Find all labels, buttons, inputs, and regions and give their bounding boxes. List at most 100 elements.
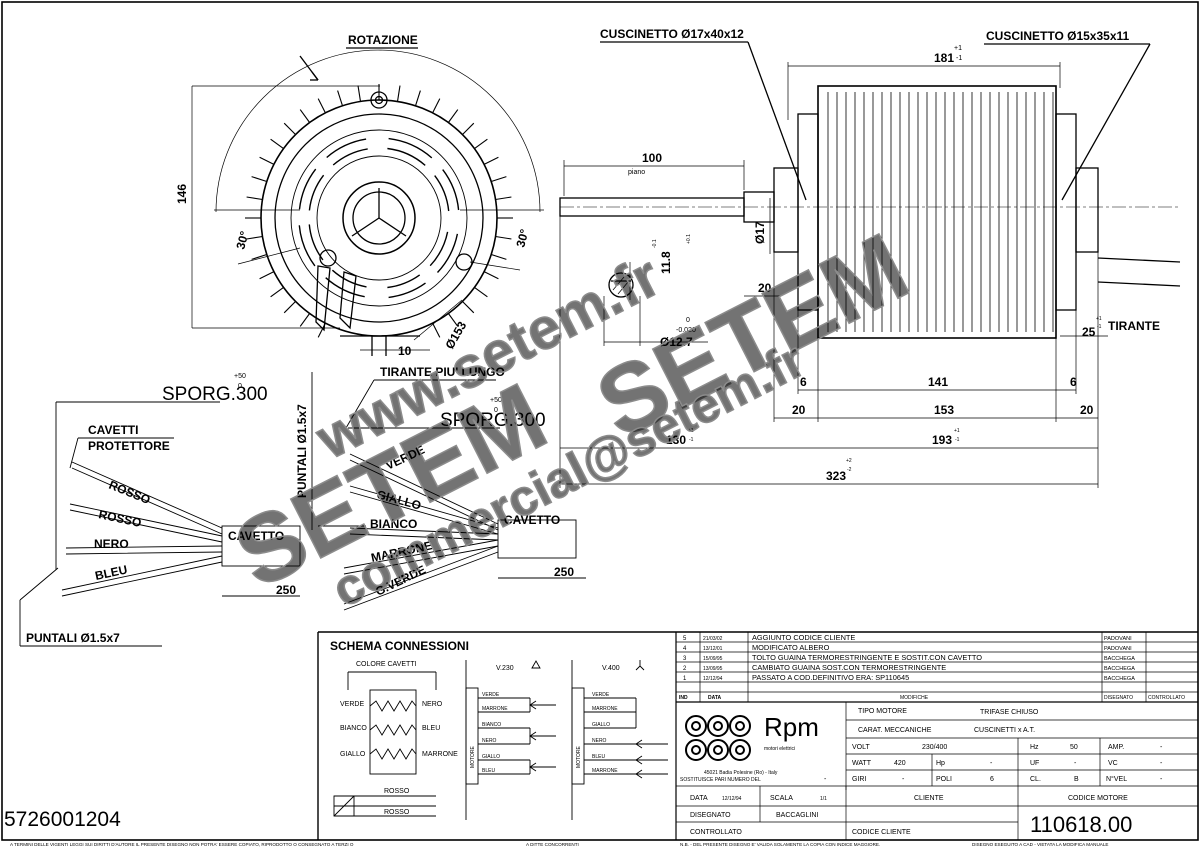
cable-gland-b xyxy=(339,271,357,330)
dim-25-tol-upper: +1 xyxy=(1096,316,1102,322)
leads-right: TIRANTE PIU' LUNGO SPORG.300 +50 0 PUNTA… xyxy=(295,365,586,611)
vent-slot xyxy=(298,225,316,267)
bearing-front-leader xyxy=(747,41,807,201)
carat-value: CUSCINETTI x A.T. xyxy=(974,727,1035,734)
schema-right-nero: NERO xyxy=(422,701,443,708)
tirante-label: TIRANTE xyxy=(1108,319,1160,333)
rev-header-modifiche: MODIFICHE xyxy=(900,695,929,701)
wire-marrone xyxy=(343,539,499,575)
watt-value: 420 xyxy=(894,760,906,767)
v400-motor-box xyxy=(571,687,585,785)
cable-gland-a xyxy=(315,265,331,332)
fin xyxy=(495,235,512,240)
rev-description: PASSATO A COD.DEFINITIVO ERA: SP110645 xyxy=(752,673,909,682)
angle-left: 30° xyxy=(233,229,251,250)
rev-date: 13/12/01 xyxy=(703,646,723,652)
rev-description: AGGIUNTO CODICE CLIENTE xyxy=(752,633,855,642)
dim-20-rear: 20 xyxy=(1080,403,1094,417)
fin xyxy=(270,286,284,298)
star-symbol xyxy=(635,660,645,671)
dim-130-tol-lower: -1 xyxy=(689,437,694,443)
v230-lead-label-2: MARRONE xyxy=(482,706,508,712)
fin xyxy=(495,196,512,201)
connection-schema: SCHEMA CONNESSIONI COLORE CAVETTI VERDE … xyxy=(330,639,668,820)
v400-label: V.400 xyxy=(602,665,620,672)
v400-lead-label-3: GIALLO xyxy=(592,722,610,728)
dim-6-left: 6 xyxy=(800,375,807,389)
fin xyxy=(491,176,507,183)
hz-label: Hz xyxy=(1030,744,1039,751)
hp-value: - xyxy=(990,760,993,767)
carat-label: CARAT. MECCANICHE xyxy=(858,727,932,734)
vent-slot xyxy=(332,148,368,166)
fin xyxy=(447,109,459,123)
tipo-motore-label: TIPO MOTORE xyxy=(858,708,907,715)
fin xyxy=(357,85,362,102)
tie-rod-lug-top xyxy=(370,91,388,109)
tie-rod-lug-right xyxy=(455,253,473,271)
tie-rod-top xyxy=(1097,257,1181,263)
dim-193: 193 xyxy=(932,433,952,447)
schema-right-bleu: BLEU xyxy=(422,725,440,732)
vent-slot xyxy=(308,224,324,261)
dim-193-tol-lower: -1 xyxy=(955,437,960,443)
delta-symbol xyxy=(531,660,541,669)
vent-ring-inner xyxy=(316,155,442,281)
wire-label-bianco: BIANCO xyxy=(370,517,417,531)
rev-date: 21/03/02 xyxy=(703,636,723,642)
fin xyxy=(246,196,263,201)
scala-label: SCALA xyxy=(770,795,793,802)
cliente-label: CLIENTE xyxy=(914,795,944,802)
tie-rod-bottom xyxy=(1097,281,1181,287)
rev-description: MODIFICATO ALBERO xyxy=(752,643,830,652)
v230-arrow-1 xyxy=(529,700,556,710)
dia-153-leader xyxy=(413,299,463,341)
v400-arrow-2 xyxy=(635,755,668,765)
stator-fins xyxy=(827,92,1054,332)
v400-lead-label-2: MARRONE xyxy=(592,706,618,712)
angle-right: 30° xyxy=(513,227,531,248)
schema-rosso-1: ROSSO xyxy=(384,788,410,795)
rev-author: PADOVANI xyxy=(1104,646,1132,652)
dim-flat-11-8: 11.8 xyxy=(659,251,673,274)
v400-lead-label-5: BLEU xyxy=(592,754,605,760)
codice-cliente-label: CODICE CLIENTE xyxy=(852,829,911,836)
dim-6-right: 6 xyxy=(1070,375,1077,389)
watermarks: www.setem.fr SETEM SETEM commercial@sete… xyxy=(218,212,925,618)
puntali-right: PUNTALI Ø1.5x7 xyxy=(295,404,309,498)
bearing-front-label: CUSCINETTO Ø17x40x12 xyxy=(600,27,744,41)
cl-label: CL. xyxy=(1030,776,1041,783)
tipo-motore: TRIFASE CHIUSO xyxy=(980,709,1039,716)
volt-label: VOLT xyxy=(852,744,870,751)
dim-25: 25 xyxy=(1082,325,1096,339)
tirante-lungo-leader xyxy=(345,379,375,429)
schema-box xyxy=(369,689,417,775)
bearing-rear-label: CUSCINETTO Ø15x35x11 xyxy=(986,29,1130,43)
hz-value: 50 xyxy=(1070,744,1078,751)
v230-motor-box xyxy=(465,687,479,785)
company-logo xyxy=(685,715,751,761)
schema-rosso-2: ROSSO xyxy=(384,809,410,816)
disegnato-label: DISEGNATO xyxy=(690,812,731,819)
fin xyxy=(491,253,507,260)
wire-label-rosso-1: ROSSO xyxy=(107,478,152,507)
vc-value: - xyxy=(1160,760,1163,767)
rev-header-data: DATA xyxy=(708,695,722,701)
fin xyxy=(483,271,499,280)
rev-date: 13/09/95 xyxy=(703,666,723,672)
vent-slot xyxy=(326,138,367,159)
fin xyxy=(474,138,488,150)
part-number: 5726001204 xyxy=(4,808,121,831)
cavetti-leader xyxy=(69,437,79,469)
wire-verde xyxy=(349,453,499,531)
sporg-right: SPORG.300 xyxy=(440,410,546,431)
v400-lead-label-1: VERDE xyxy=(592,692,610,698)
housing-inner xyxy=(274,113,484,323)
wire-rosso-2 xyxy=(69,503,223,543)
title-block: Rpm motori elettrici 45021 Badia Polesin… xyxy=(676,702,1198,840)
codice-motore-label: CODICE MOTORE xyxy=(1068,795,1128,802)
dim-250-left: 250 xyxy=(276,583,296,597)
logo-address: 45021 Badia Polesine (Ro) - Italy xyxy=(704,770,778,776)
rev-index: 2 xyxy=(683,666,687,672)
